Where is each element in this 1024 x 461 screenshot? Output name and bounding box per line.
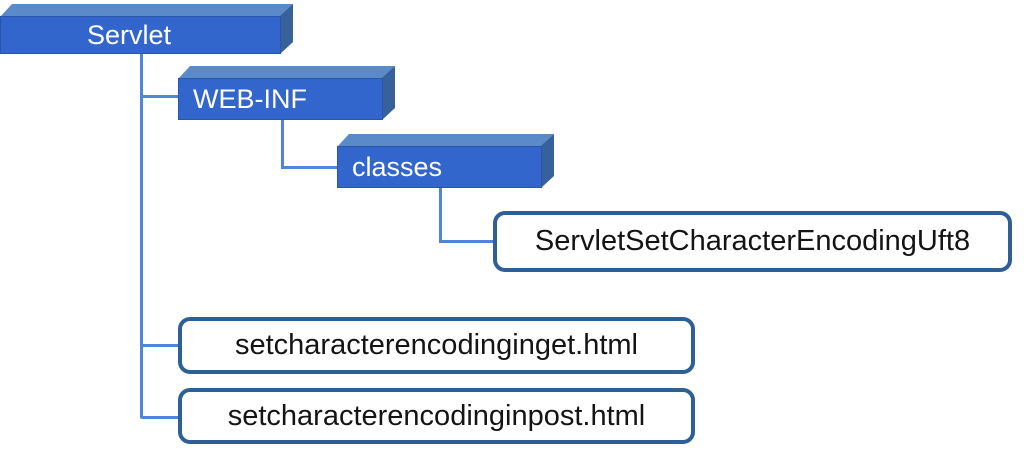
file-label-setcharacterencodinginpost-html: setcharacterencodinginpost.html	[227, 399, 646, 432]
folder-side-face-classes	[541, 134, 554, 188]
file-node-setcharacterencodinginpost-html[interactable]: setcharacterencodinginpost.html	[178, 388, 695, 444]
folder-node-web-inf[interactable]: WEB-INF	[178, 66, 395, 120]
folder-top-face-classes	[337, 134, 554, 147]
folder-label-web-inf: WEB-INF	[193, 83, 307, 114]
file-node-servlet-set-character-encoding-uft8[interactable]: ServletSetCharacterEncodingUft8	[493, 211, 1012, 272]
folder-top-face-servlet	[0, 4, 293, 17]
folder-label-servlet: Servlet	[87, 19, 172, 50]
file-node-setcharacterencodinginget-html[interactable]: setcharacterencodinginget.html	[178, 317, 695, 374]
folder-node-servlet[interactable]: Servlet	[0, 4, 293, 54]
folder-label-classes: classes	[352, 151, 443, 182]
file-label-setcharacterencodinginget-html: setcharacterencodinginget.html	[234, 329, 638, 361]
folder-front-face-servlet: Servlet	[0, 16, 281, 54]
folder-node-classes[interactable]: classes	[337, 134, 554, 188]
folder-top-face-web-inf	[178, 66, 395, 79]
folder-front-face-web-inf: WEB-INF	[178, 78, 383, 120]
folder-side-face-web-inf	[382, 66, 395, 120]
folder-front-face-classes: classes	[337, 146, 542, 188]
file-label-servlet-set-character-encoding-uft8: ServletSetCharacterEncodingUft8	[534, 225, 971, 257]
folder-side-face-servlet	[280, 4, 293, 54]
connector-webinf-to-classes	[281, 120, 338, 169]
connector-classes-to-servlet-class	[439, 188, 494, 243]
